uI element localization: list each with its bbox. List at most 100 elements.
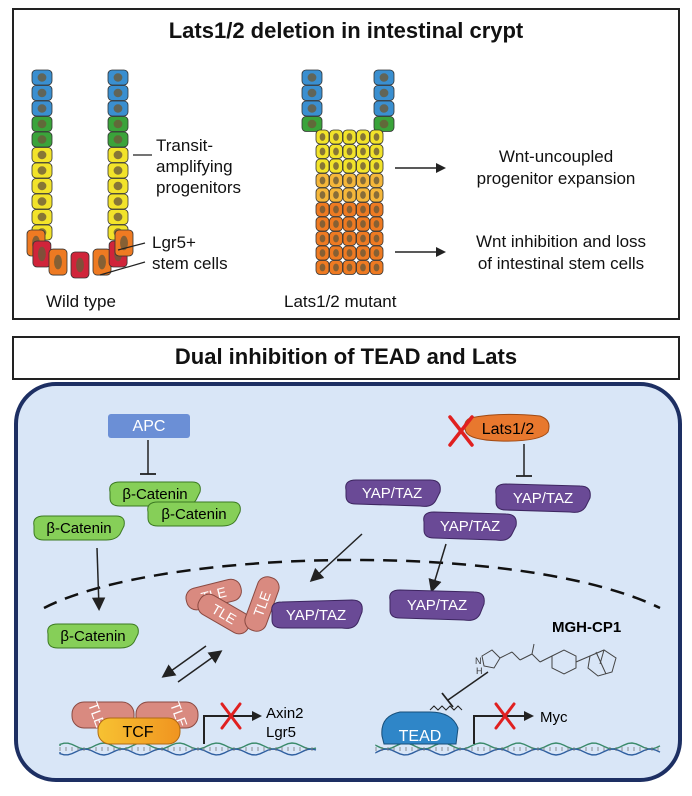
yap-taz-tle-complex: YAP/TAZ [271, 599, 363, 629]
bottom-title: Dual inhibition of TEAD and Lats [174, 344, 518, 369]
svg-text:β-Catenin: β-Catenin [122, 486, 187, 503]
expanded-cell [342, 129, 357, 145]
crypt-cell [31, 69, 53, 86]
crypt-cell [107, 147, 129, 163]
compound-nh-h: H [476, 666, 483, 676]
yap-taz-2: YAP/TAZ [495, 483, 591, 513]
pathway-diagram: APC β-Catenin β-Catenin β-Catenin β-Cate… [14, 382, 682, 782]
crypt-cell [373, 69, 395, 86]
expanded-cell [315, 202, 330, 217]
mutant-label: Lats1/2 mutant [284, 292, 397, 311]
crypt-cell [31, 193, 53, 210]
expanded-cell [369, 158, 384, 174]
tead-label: TEAD [399, 728, 442, 745]
yap-nuclear-arrow [428, 543, 447, 593]
expanded-cell [356, 245, 370, 261]
expanded-cell [342, 202, 357, 217]
ta-label-line3: progenitors [156, 178, 242, 197]
lats-deletion-x-icon [448, 415, 474, 447]
tcf-protein: TCF [97, 717, 181, 745]
crypt-cell [373, 116, 395, 132]
svg-text:YAP/TAZ: YAP/TAZ [440, 518, 500, 535]
crypt-cell [107, 116, 129, 132]
target-gene-myc: Myc [540, 709, 568, 726]
crypt-cell [31, 209, 53, 225]
crypt-cell [301, 116, 323, 132]
outcome1-line2: progenitor expansion [476, 169, 636, 188]
svg-text:β-Catenin: β-Catenin [60, 628, 125, 645]
expanded-cell [329, 173, 343, 188]
crypt-cell [107, 162, 129, 179]
stem-label-line1: Lgr5+ [152, 233, 196, 252]
wild-type-crypt-diagram [26, 69, 134, 279]
svg-text:YAP/TAZ: YAP/TAZ [407, 597, 467, 614]
tead-protein: TEAD [381, 711, 459, 745]
wild-type-label: Wild type [46, 292, 116, 311]
crypt-cell [373, 100, 395, 117]
beta-catenin-nuclear: β-Catenin [47, 623, 139, 649]
ta-label-line1: Transit- [156, 136, 213, 155]
expanded-cell [356, 202, 370, 217]
beta-catenin-1: β-Catenin [109, 481, 201, 507]
crypt-cell [31, 116, 53, 132]
catenin-translocation-arrow [91, 547, 106, 611]
compound-name: MGH-CP1 [552, 619, 621, 636]
expanded-cell [315, 231, 330, 246]
crypt-cell [107, 100, 129, 117]
outcome2-line2: of intestinal stem cells [477, 254, 645, 273]
yap-to-tle-arrow [309, 533, 363, 583]
expanded-cell [329, 129, 343, 145]
svg-text:β-Catenin: β-Catenin [161, 506, 226, 523]
expanded-cell [369, 260, 384, 275]
mutant-crypt-diagram [301, 69, 395, 275]
expanded-cell [329, 260, 343, 275]
expanded-cell [329, 231, 343, 246]
svg-text:YAP/TAZ: YAP/TAZ [513, 490, 573, 507]
ta-label-line2: amplifying [156, 157, 233, 176]
lats-protein: Lats1/2 [464, 413, 550, 442]
expanded-cell [342, 187, 357, 203]
expanded-cell [342, 216, 357, 232]
bottom-title-box [12, 336, 680, 380]
lats-inhibition [516, 444, 532, 477]
expanded-cell [342, 245, 357, 261]
expanded-cell [356, 216, 370, 232]
expanded-cell [315, 187, 330, 203]
expanded-cell [356, 260, 370, 275]
expanded-cell [329, 187, 343, 203]
stem-pointer-line-2 [99, 261, 146, 276]
crypt-cell [107, 178, 129, 194]
expanded-cell [369, 129, 384, 145]
stem-cell [92, 248, 112, 276]
crypt-cell [31, 100, 53, 117]
svg-text:β-Catenin: β-Catenin [46, 520, 111, 537]
crypt-cell [31, 178, 53, 194]
crypt-cell [301, 100, 323, 117]
expanded-cell [329, 245, 343, 261]
svg-text:YAP/TAZ: YAP/TAZ [286, 607, 346, 624]
outcome1-arrow [395, 163, 446, 173]
dna-strand-right [375, 742, 661, 756]
tead-promoter-arrow [473, 711, 534, 744]
expanded-cell [356, 173, 370, 188]
crypt-cell [301, 85, 323, 101]
expanded-cell [369, 216, 384, 232]
tcf-label: TCF [122, 724, 153, 741]
apc-protein: APC [108, 414, 190, 438]
tle-release-arrow [161, 645, 207, 678]
crypt-cell [107, 131, 129, 148]
expanded-cell [329, 158, 343, 174]
outcome1-line1: Wnt-uncoupled [498, 147, 614, 166]
crypt-cell [301, 69, 323, 86]
dna-strand-left [59, 742, 317, 756]
stem-cell [32, 240, 52, 268]
tcf-block-x-icon [220, 702, 242, 730]
expanded-cell [356, 144, 370, 159]
expanded-cell [369, 173, 384, 188]
expanded-cell [329, 216, 343, 232]
yap-taz-3: YAP/TAZ [423, 511, 517, 541]
expanded-cell [315, 260, 330, 275]
expanded-cell [342, 158, 357, 174]
mgh-cp1-structure [481, 643, 617, 677]
beta-catenin-2: β-Catenin [147, 501, 241, 527]
